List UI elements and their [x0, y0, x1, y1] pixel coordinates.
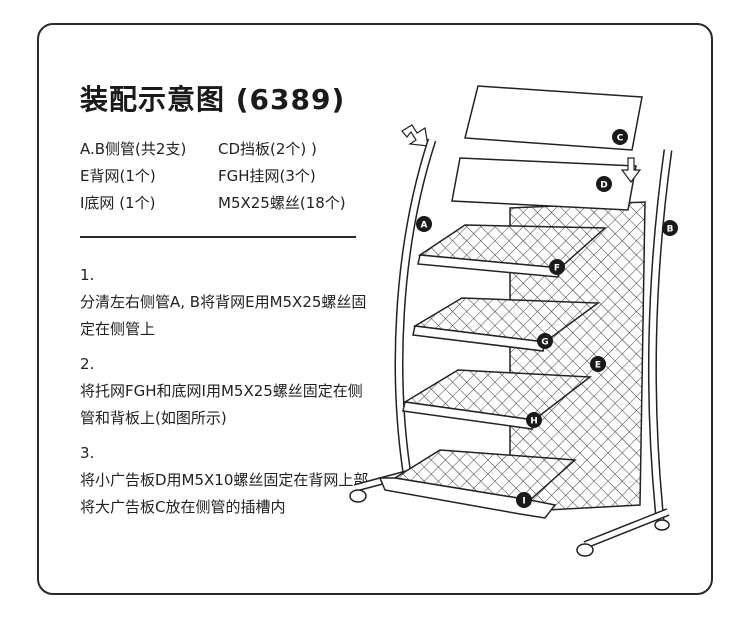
label-C: C [612, 129, 628, 145]
part-item: A.B侧管(共2支) [80, 140, 187, 158]
svg-text:F: F [554, 264, 560, 274]
shelf-F [417, 224, 607, 278]
shelf-H [402, 369, 593, 430]
wheel [576, 543, 594, 557]
step-text: 分清左右侧管A, B将背网E用M5X25螺丝固定在侧管上 [80, 293, 367, 338]
label-B: B [662, 220, 678, 236]
part-item: FGH挂网(3个) [218, 167, 316, 185]
parts-row: I底网 (1个) M5X25螺丝(18个) [80, 190, 346, 217]
label-D: D [596, 176, 612, 192]
large-board-C [464, 85, 643, 151]
assembly-steps: 1. 分清左右侧管A, B将背网E用M5X25螺丝固定在侧管上 2. 将托网FG… [80, 262, 370, 529]
svg-text:E: E [595, 361, 601, 371]
bottom-net-I [378, 449, 577, 519]
step-number: 2. [80, 355, 95, 373]
wheel [654, 519, 670, 531]
wheel [349, 489, 367, 503]
arrow-icon [620, 157, 642, 183]
svg-text:B: B [667, 225, 674, 235]
small-board-D [451, 157, 637, 211]
rack-assembly-diagram: A B C D E F G H I [349, 85, 678, 557]
part-item: E背网(1个) [80, 167, 156, 185]
step-2: 2. 将托网FGH和底网I用M5X25螺丝固定在侧管和背板上(如图所示) [80, 351, 370, 432]
page-title: 装配示意图 (6389) [80, 83, 346, 116]
svg-text:G: G [541, 338, 548, 348]
part-item: CD挡板(2个) ) [218, 140, 317, 158]
parts-row: A.B侧管(共2支) CD挡板(2个) ) [80, 136, 346, 163]
arrow-icon [401, 124, 429, 147]
svg-text:A: A [421, 221, 428, 231]
label-A: A [416, 216, 432, 232]
label-I: I [516, 492, 532, 508]
step-number: 1. [80, 266, 95, 284]
step-number: 3. [80, 444, 95, 462]
part-item: M5X25螺丝(18个) [218, 194, 346, 212]
step-text: 将托网FGH和底网I用M5X25螺丝固定在侧管和背板上(如图所示) [80, 382, 363, 427]
divider [80, 236, 356, 238]
step-3: 3. 将小广告板D用M5X10螺丝固定在背网上部将大广告板C放在侧管的插槽内 [80, 440, 370, 521]
step-text: 将小广告板D用M5X10螺丝固定在背网上部将大广告板C放在侧管的插槽内 [80, 471, 369, 516]
label-E: E [590, 356, 606, 372]
svg-text:H: H [530, 417, 538, 427]
svg-text:D: D [600, 181, 607, 191]
part-item: I底网 (1个) [80, 194, 156, 212]
label-G: G [537, 333, 553, 349]
step-1: 1. 分清左右侧管A, B将背网E用M5X25螺丝固定在侧管上 [80, 262, 370, 343]
parts-list: A.B侧管(共2支) CD挡板(2个) ) E背网(1个) FGH挂网(3个) … [80, 136, 346, 217]
svg-text:I: I [522, 497, 525, 507]
svg-text:C: C [617, 134, 624, 144]
label-H: H [526, 412, 542, 428]
parts-row: E背网(1个) FGH挂网(3个) [80, 163, 346, 190]
label-F: F [549, 259, 565, 275]
shelf-G [412, 297, 601, 352]
